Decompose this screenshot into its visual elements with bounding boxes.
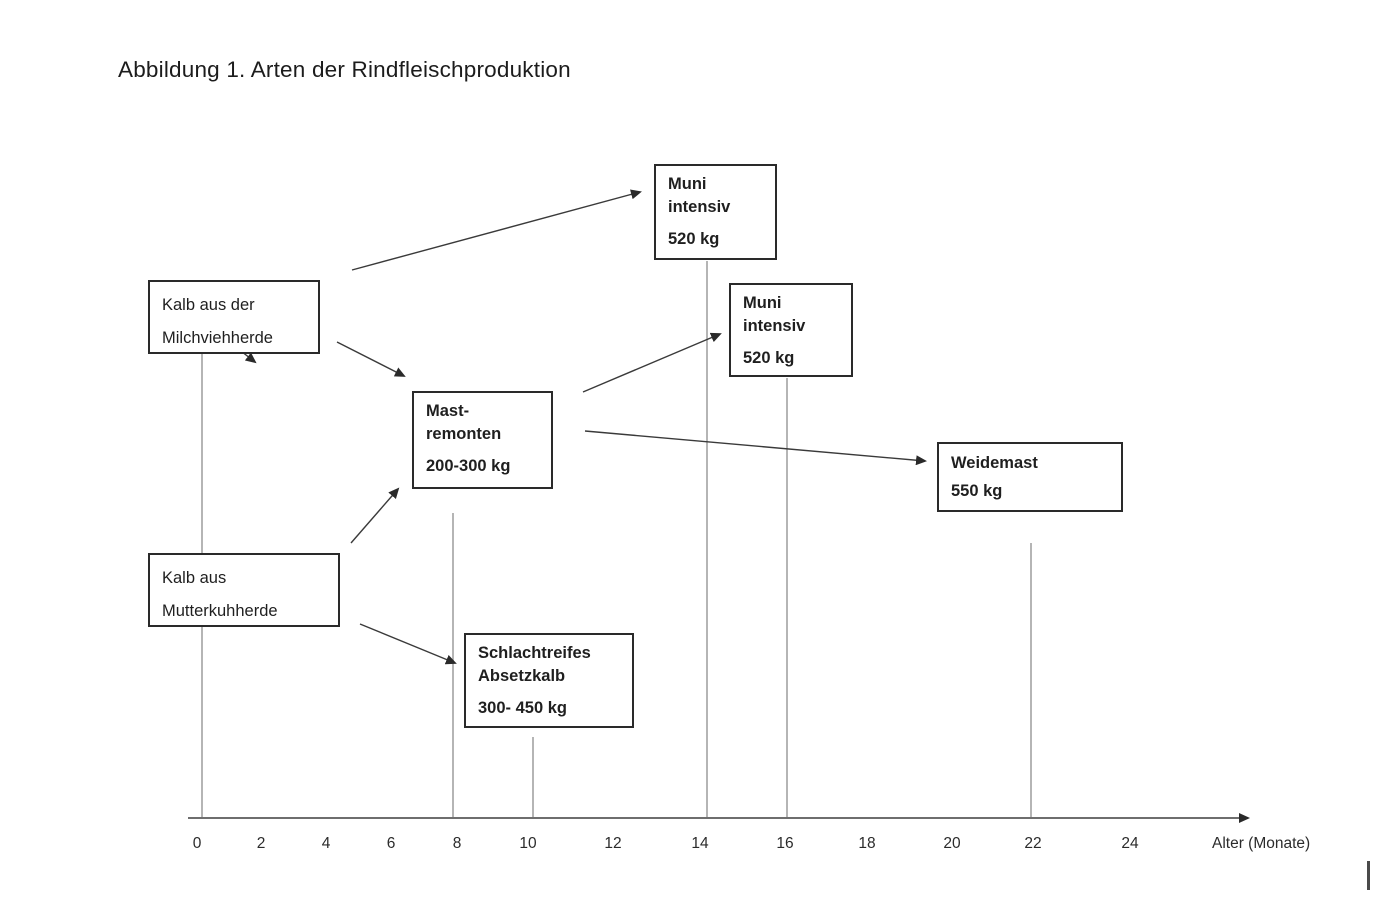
axis-tick-0: 0	[192, 835, 202, 852]
node-muni-intensiv-mid: Muni intensiv 520 kg	[729, 283, 853, 377]
timeline-drop-lines	[201, 261, 1032, 817]
node-kalb-milchviehherde: Kalb aus der Milchviehherde	[148, 280, 320, 354]
node-line: Kalb aus der	[162, 296, 255, 314]
node-weight-value: 200-300 kg	[426, 457, 511, 475]
arrow-mast-to-munimid	[582, 332, 722, 393]
axis-tick-20: 20	[943, 835, 961, 852]
axis-tick-22: 22	[1024, 835, 1042, 852]
node-weight-value: 520 kg	[668, 230, 720, 248]
arrow-kalbmilch-to-mast	[336, 341, 406, 377]
axis-tick-4: 4	[321, 835, 331, 852]
axis-tick-14: 14	[691, 835, 709, 852]
node-weight-value: 520 kg	[743, 349, 795, 367]
arrow-kalbmutter-to-mast	[350, 487, 400, 544]
arrow-mast-to-weidemast	[584, 430, 927, 466]
node-mastremonten: Mast- remonten 200-300 kg	[412, 391, 553, 489]
axis-tick-10: 10	[519, 835, 537, 852]
node-line: Muni	[743, 294, 782, 312]
node-weight-value: 300- 450 kg	[478, 699, 567, 717]
node-schlachtreifes-absetzkalb: Schlachtreifes Absetzkalb 300- 450 kg	[464, 633, 634, 728]
arrow-kalbmutter-to-schlachtkalb	[359, 623, 457, 665]
node-line: intensiv	[668, 198, 731, 216]
axis-tick-16: 16	[776, 835, 794, 852]
node-kalb-mutterkuhherde: Kalb aus Mutterkuhherde	[148, 553, 340, 627]
node-line: remonten	[426, 425, 502, 443]
node-line: Weidemast	[951, 454, 1038, 472]
node-muni-intensiv-top: Muni intensiv 520 kg	[654, 164, 777, 260]
axis-tick-24: 24	[1121, 835, 1139, 852]
figure-caption: Abbildung 1. Arten der Rindfleischproduk…	[118, 57, 571, 82]
axis-title: Alter (Monate)	[1212, 835, 1311, 852]
text-cursor	[1367, 861, 1370, 890]
node-line: Muni	[668, 175, 707, 193]
axis-tick-12: 12	[604, 835, 622, 852]
axis-tick-8: 8	[452, 835, 462, 852]
node-line: Mutterkuhherde	[162, 602, 278, 620]
node-weidemast: Weidemast 550 kg	[937, 442, 1123, 512]
axis-tick-2: 2	[256, 835, 266, 852]
node-line: Schlachtreifes	[478, 644, 591, 662]
node-weight-value: 550 kg	[951, 482, 1003, 500]
node-line: intensiv	[743, 317, 806, 335]
node-line: Absetzkalb	[478, 667, 566, 685]
flow-arrows	[236, 189, 927, 665]
node-line: Mast-	[426, 402, 470, 420]
axis-tick-18: 18	[858, 835, 876, 852]
node-line: Milchviehherde	[162, 329, 273, 347]
arrow-kalbmilch-to-munitop	[351, 189, 642, 271]
node-line: Kalb aus	[162, 569, 227, 587]
axis-tick-6: 6	[386, 835, 396, 852]
